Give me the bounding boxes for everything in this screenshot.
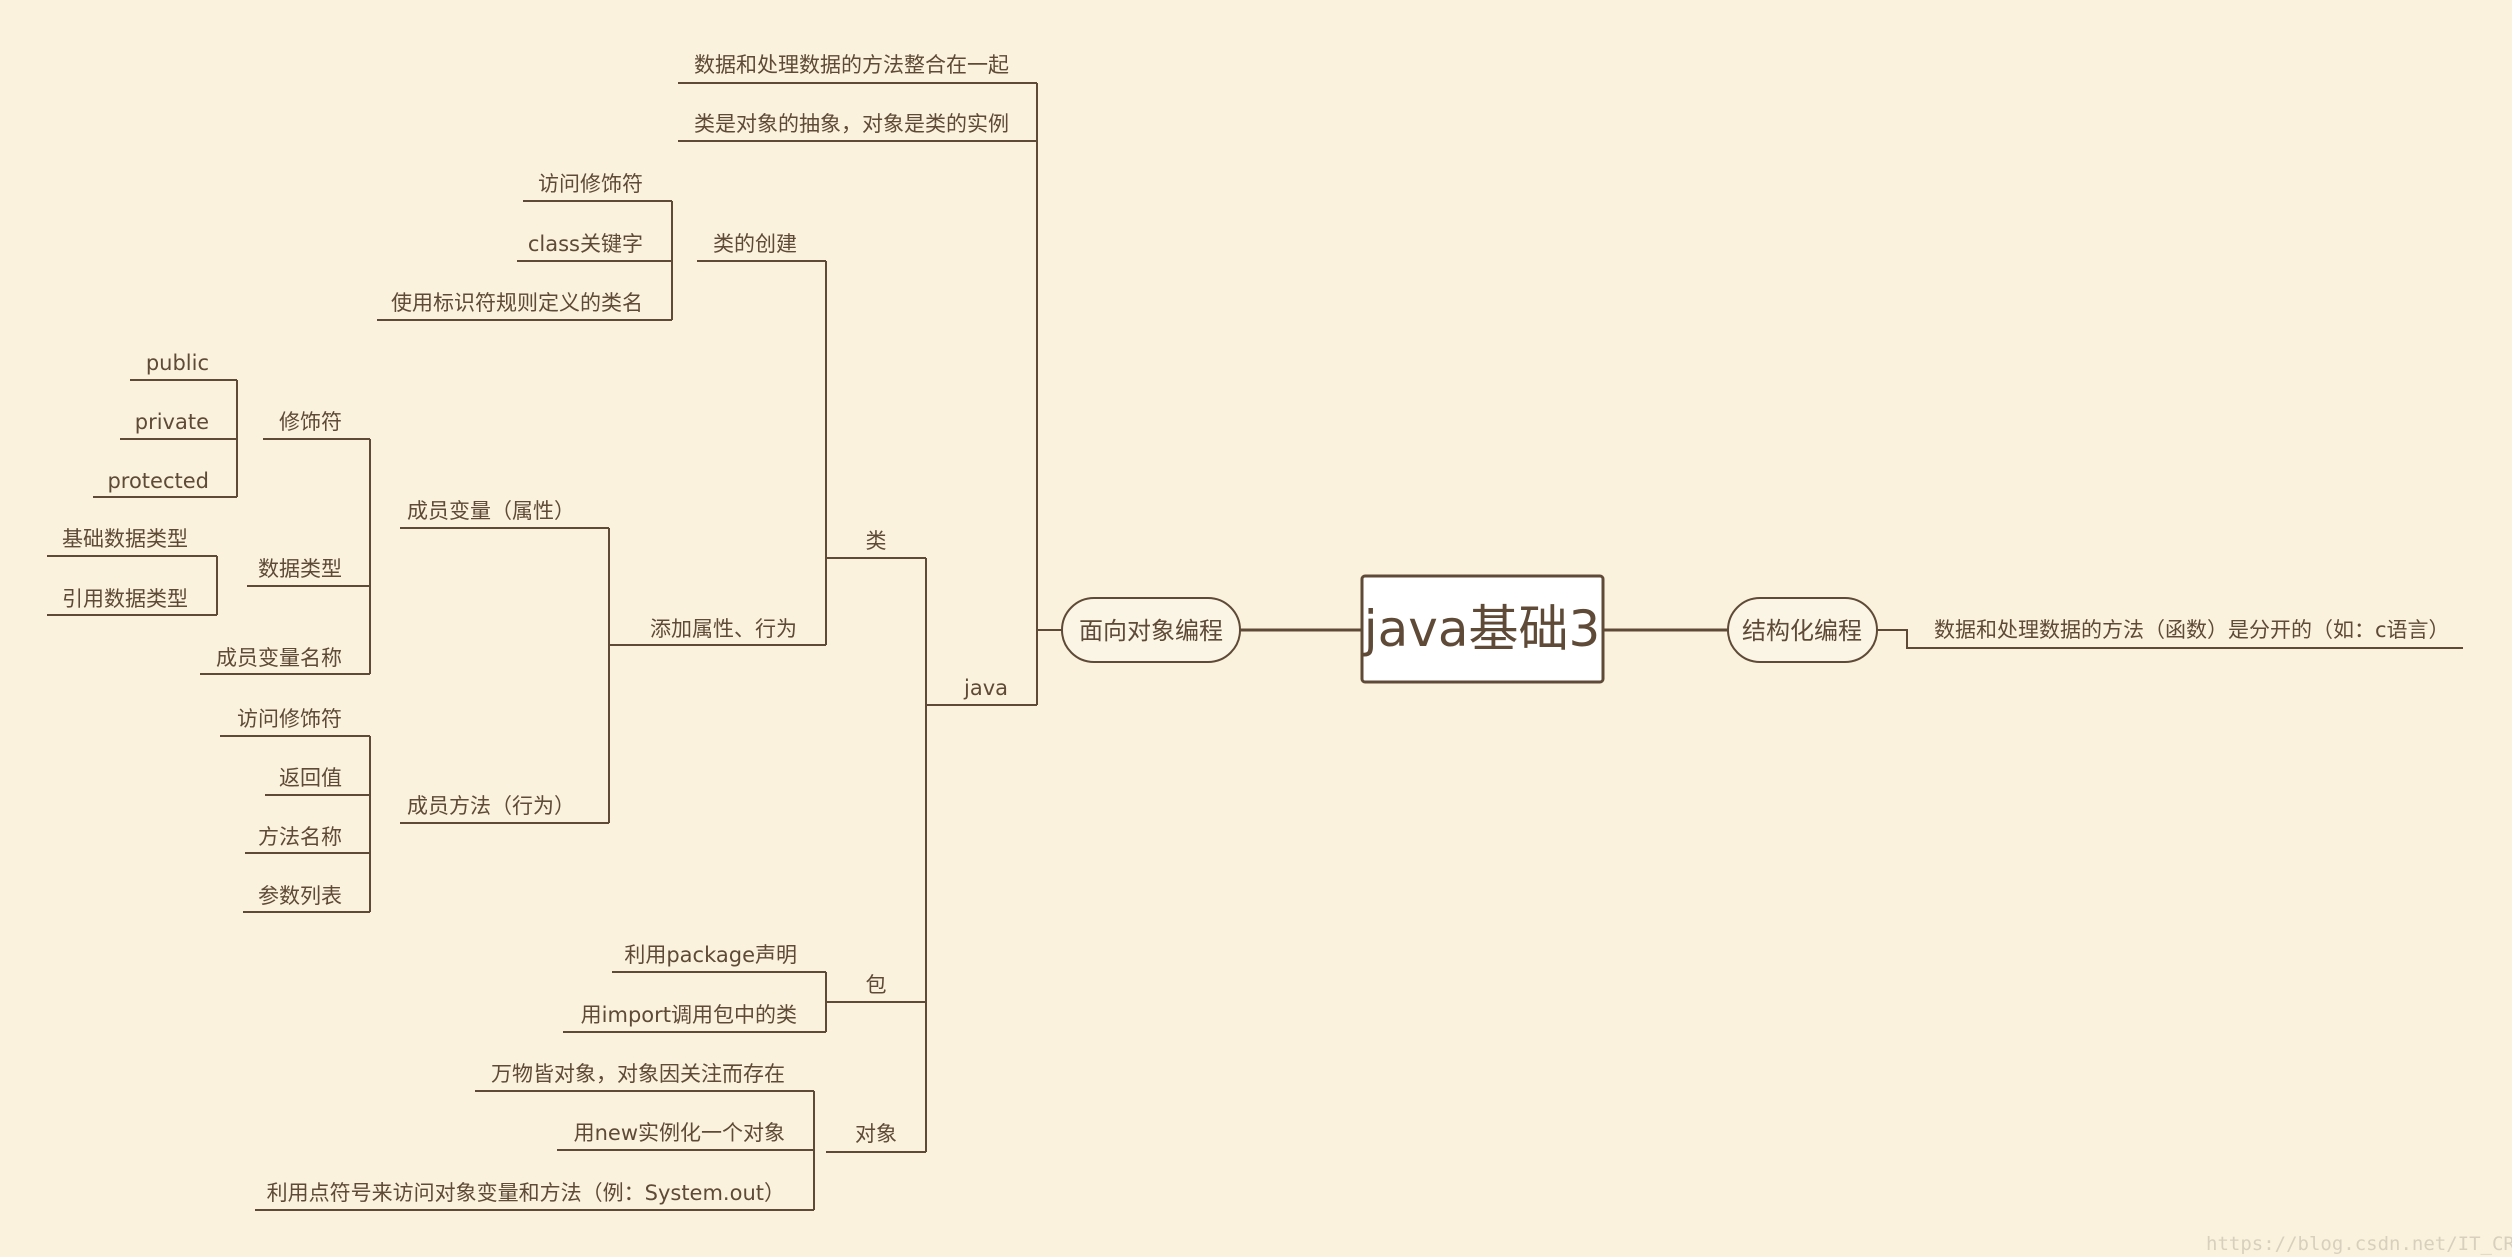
class-creation-label[interactable]: 类的创建 xyxy=(713,232,797,256)
connector-lines xyxy=(47,82,2463,1211)
structured-topic-pill[interactable] xyxy=(1727,597,1878,663)
datatype-basic-label[interactable]: 基础数据类型 xyxy=(62,527,188,551)
central-topic-box[interactable] xyxy=(1360,574,1605,684)
oop-combine-label[interactable]: 数据和处理数据的方法整合在一起 xyxy=(694,53,1009,77)
java-label[interactable]: java xyxy=(963,676,1008,700)
object-new-label[interactable]: 用new实例化一个对象 xyxy=(574,1121,785,1145)
creation-keyword-label[interactable]: class关键字 xyxy=(528,232,643,256)
creation-access-label[interactable]: 访问修饰符 xyxy=(538,172,643,196)
package-import-label[interactable]: 用import调用包中的类 xyxy=(581,1003,797,1027)
method-name-label[interactable]: 方法名称 xyxy=(258,825,342,849)
modifier-private-label[interactable]: private xyxy=(135,410,209,434)
class-addattr-label[interactable]: 添加属性、行为 xyxy=(650,617,797,641)
object-everything-label[interactable]: 万物皆对象，对象因关注而存在 xyxy=(491,1062,785,1086)
var-name-label[interactable]: 成员变量名称 xyxy=(216,646,342,670)
member-method-label[interactable]: 成员方法（行为） xyxy=(407,794,575,818)
datatype-ref-label[interactable]: 引用数据类型 xyxy=(62,587,188,611)
member-var-label[interactable]: 成员变量（属性） xyxy=(407,499,575,523)
modifier-public-label[interactable]: public xyxy=(146,351,209,375)
central-topic-label: java基础3 xyxy=(1363,600,1601,658)
object-label[interactable]: 对象 xyxy=(855,1122,897,1146)
class-label[interactable]: 类 xyxy=(866,529,887,553)
structured-topic-label: 结构化编程 xyxy=(1742,617,1862,645)
method-access-label[interactable]: 访问修饰符 xyxy=(237,707,342,731)
method-params-label[interactable]: 参数列表 xyxy=(258,884,342,908)
oop-abstract-label[interactable]: 类是对象的抽象，对象是类的实例 xyxy=(694,112,1009,136)
package-declare-label[interactable]: 利用package声明 xyxy=(624,943,797,967)
oop-topic-pill[interactable] xyxy=(1061,597,1241,663)
creation-naming-label[interactable]: 使用标识符规则定义的类名 xyxy=(391,291,643,315)
watermark-text: https://blog.csdn.net/IT_CREATE xyxy=(2206,1233,2512,1255)
modifier-protected-label[interactable]: protected xyxy=(107,469,209,493)
object-dot-label[interactable]: 利用点符号来访问对象变量和方法（例：System.out） xyxy=(267,1181,785,1205)
edge-oop-trunk xyxy=(1036,83,1062,705)
structured-desc-label[interactable]: 数据和处理数据的方法（函数）是分开的（如：c语言） xyxy=(1934,618,2450,642)
method-return-label[interactable]: 返回值 xyxy=(279,766,342,790)
var-datatype-label[interactable]: 数据类型 xyxy=(258,557,342,581)
oop-topic-label: 面向对象编程 xyxy=(1079,617,1223,645)
edge-structured-desc xyxy=(1877,629,2463,649)
package-label[interactable]: 包 xyxy=(866,973,887,997)
var-modifier-label[interactable]: 修饰符 xyxy=(279,410,342,434)
